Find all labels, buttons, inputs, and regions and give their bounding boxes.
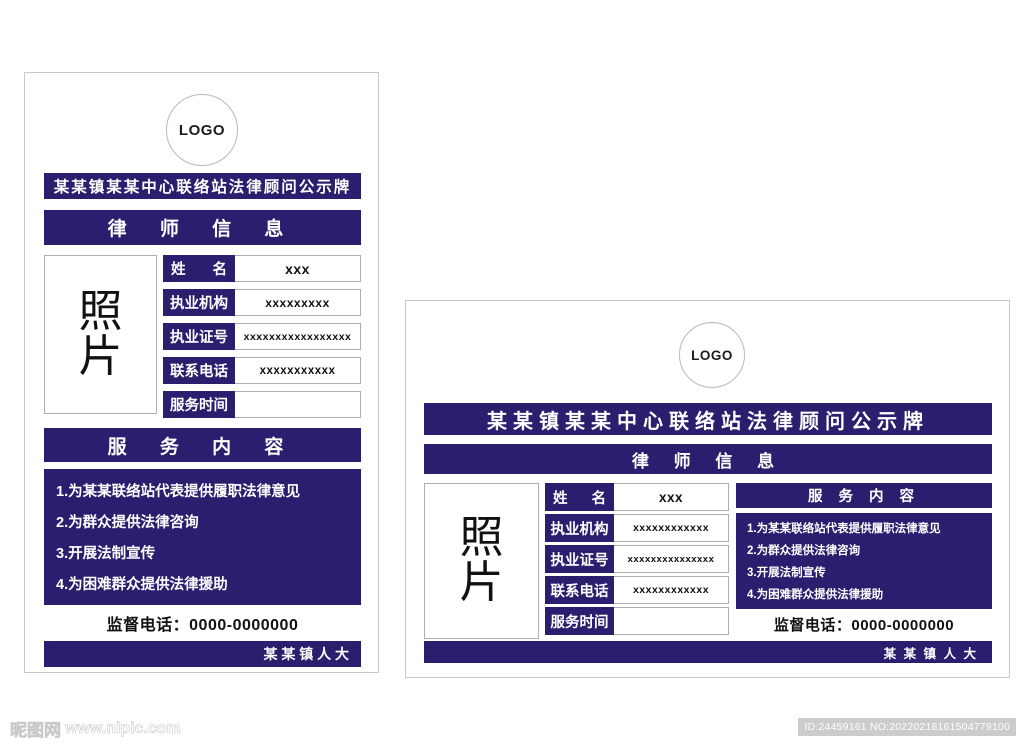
org-bar-landscape: 某 某 镇 人 大 bbox=[424, 641, 992, 663]
field-label-firm: 执业机构 bbox=[163, 289, 235, 316]
field-label-phone: 联系电话 bbox=[163, 357, 235, 384]
watermark-id: ID:24459161 NO:20220218161504779100 bbox=[798, 718, 1016, 736]
field-row-license: 执业证号 xxxxxxxxxxxxxxx bbox=[545, 545, 729, 573]
field-label-name: 姓名 bbox=[163, 255, 235, 282]
photo-placeholder-portrait: 照 片 bbox=[44, 255, 157, 414]
watermark-site-url: www.nipic.com bbox=[65, 719, 181, 737]
service-item: 4.为困难群众提供法律援助 bbox=[56, 577, 228, 593]
photo-text-line-2: 片 bbox=[459, 557, 504, 608]
poster-portrait: LOGO 某某镇某某中心联络站法律顾问公示牌 律 师 信 息 照 片 姓名 xx… bbox=[24, 72, 379, 673]
logo-circle-portrait: LOGO bbox=[166, 94, 238, 166]
poster-main-title-landscape: 某某镇某某中心联络站法律顾问公示牌 bbox=[424, 403, 992, 435]
watermark-site: 昵图网 www.nipic.com bbox=[10, 716, 181, 741]
field-row-license: 执业证号 xxxxxxxxxxxxxxxxx bbox=[163, 323, 361, 350]
field-label-hours: 服务时间 bbox=[163, 391, 235, 418]
field-value-firm[interactable]: xxxxxxxxx bbox=[235, 289, 361, 316]
supervise-phone-text: 监督电话：0000-0000000 bbox=[106, 617, 299, 634]
photo-text-line-1: 照 bbox=[78, 285, 123, 337]
field-value-hours[interactable] bbox=[235, 391, 361, 418]
field-value-license[interactable]: xxxxxxxxxxxxxxx bbox=[614, 545, 729, 573]
photo-text-line-2: 片 bbox=[78, 330, 123, 382]
photo-text-line-1: 照 bbox=[459, 512, 504, 564]
logo-label: LOGO bbox=[178, 121, 226, 139]
supervise-phone-text: 监督电话：0000-0000000 bbox=[773, 616, 955, 634]
org-name-text: 某 某 镇 人 大 bbox=[883, 646, 978, 661]
field-value-phone[interactable]: xxxxxxxxxxx bbox=[235, 357, 361, 384]
field-row-phone: 联系电话 xxxxxxxxxxx bbox=[163, 357, 361, 384]
watermark-site-cn: 昵图网 bbox=[10, 721, 62, 742]
field-label-license: 执业证号 bbox=[545, 545, 614, 573]
service-item: 4.为困难群众提供法律援助 bbox=[747, 589, 884, 601]
field-row-name: 姓名 xxx bbox=[163, 255, 361, 282]
field-label-name: 姓名 bbox=[545, 483, 614, 511]
field-label-firm: 执业机构 bbox=[545, 514, 614, 542]
field-row-firm: 执业机构 xxxxxxxxx bbox=[163, 289, 361, 316]
main-title-text: 某某镇某某中心联络站法律顾问公示牌 bbox=[53, 179, 352, 196]
poster-landscape: LOGO 某某镇某某中心联络站法律顾问公示牌 律 师 信 息 照 片 姓名 xx… bbox=[405, 300, 1010, 678]
field-label-license: 执业证号 bbox=[163, 323, 235, 350]
supervise-phone-portrait: 监督电话：0000-0000000 bbox=[44, 609, 361, 637]
field-value-name[interactable]: xxx bbox=[235, 255, 361, 282]
field-row-name: 姓名 xxx bbox=[545, 483, 729, 511]
service-list-landscape: 1.为某某联络站代表提供履职法律意见 2.为群众提供法律咨询 3.开展法制宣传 … bbox=[736, 513, 992, 609]
service-item: 3.开展法制宣传 bbox=[747, 567, 826, 579]
service-item: 2.为群众提供法律咨询 bbox=[747, 545, 861, 557]
service-item: 2.为群众提供法律咨询 bbox=[56, 515, 199, 531]
field-value-firm[interactable]: xxxxxxxxxxxx bbox=[614, 514, 729, 542]
field-row-phone: 联系电话 xxxxxxxxxxxx bbox=[545, 576, 729, 604]
service-list-portrait: 1.为某某联络站代表提供履职法律意见 2.为群众提供法律咨询 3.开展法制宣传 … bbox=[44, 469, 361, 605]
field-value-hours[interactable] bbox=[614, 607, 729, 635]
field-label-hours: 服务时间 bbox=[545, 607, 614, 635]
service-item: 1.为某某联络站代表提供履职法律意见 bbox=[747, 523, 941, 535]
service-title-text: 服 务 内 容 bbox=[807, 489, 921, 505]
main-title-text: 某某镇某某中心联络站法律顾问公示牌 bbox=[487, 410, 929, 433]
photo-placeholder-landscape: 照 片 bbox=[424, 483, 539, 639]
field-row-hours: 服务时间 bbox=[163, 391, 361, 418]
service-title-portrait: 服 务 内 容 bbox=[44, 428, 361, 462]
org-bar-portrait: 某 某 镇 人 大 bbox=[44, 641, 361, 667]
lawyer-info-title-text: 律 师 信 息 bbox=[631, 451, 785, 471]
poster-main-title-portrait: 某某镇某某中心联络站法律顾问公示牌 bbox=[44, 173, 361, 199]
field-label-phone: 联系电话 bbox=[545, 576, 614, 604]
field-value-name[interactable]: xxx bbox=[614, 483, 729, 511]
logo-circle-landscape: LOGO bbox=[679, 322, 745, 388]
field-value-phone[interactable]: xxxxxxxxxxxx bbox=[614, 576, 729, 604]
service-item: 1.为某某联络站代表提供履职法律意见 bbox=[56, 484, 301, 500]
org-name-text: 某 某 镇 人 大 bbox=[263, 646, 349, 662]
logo-label: LOGO bbox=[691, 347, 733, 363]
service-title-landscape: 服 务 内 容 bbox=[736, 483, 992, 508]
service-title-text: 服 务 内 容 bbox=[107, 436, 298, 458]
lawyer-info-title-landscape: 律 师 信 息 bbox=[424, 444, 992, 474]
service-item: 3.开展法制宣传 bbox=[56, 546, 156, 562]
field-value-license[interactable]: xxxxxxxxxxxxxxxxx bbox=[235, 323, 361, 350]
lawyer-info-title-text: 律 师 信 息 bbox=[107, 219, 298, 240]
lawyer-info-title-portrait: 律 师 信 息 bbox=[44, 210, 361, 245]
supervise-phone-landscape: 监督电话：0000-0000000 bbox=[736, 611, 992, 637]
field-row-firm: 执业机构 xxxxxxxxxxxx bbox=[545, 514, 729, 542]
field-row-hours: 服务时间 bbox=[545, 607, 729, 635]
